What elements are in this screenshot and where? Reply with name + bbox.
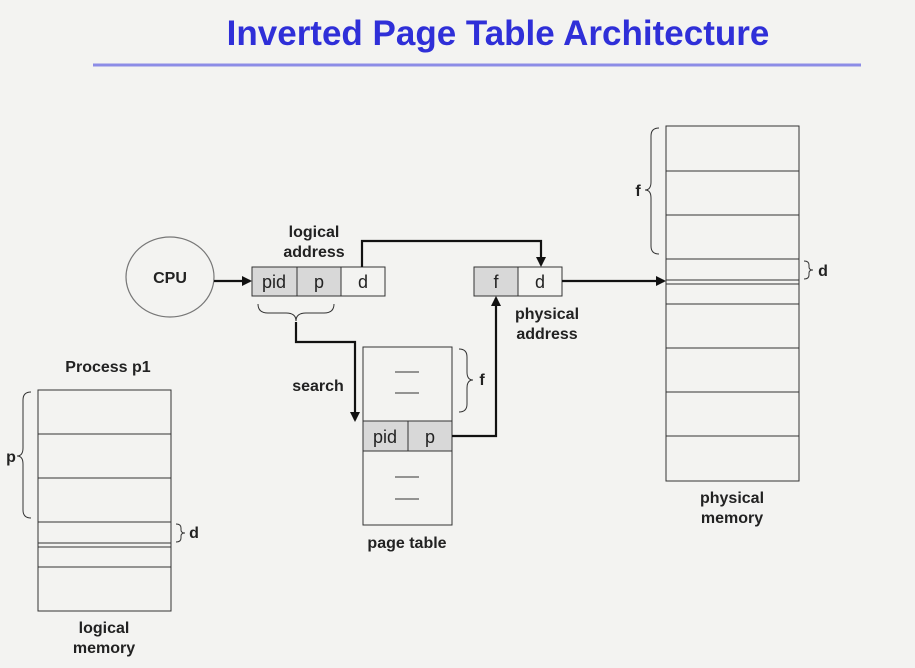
- page-p-brace: [16, 391, 32, 519]
- logical-address-label-line1: logical: [289, 224, 340, 241]
- page-table-pid-text: pid: [373, 427, 397, 447]
- logical-pid-text: pid: [262, 272, 286, 292]
- page-table: pid p f page table: [362, 346, 485, 552]
- logical-memory-label-line1: logical: [79, 620, 130, 637]
- logical-memory-box: [37, 389, 172, 612]
- cpu-circle: [125, 236, 215, 318]
- frame-offset-label: d: [818, 263, 828, 280]
- frame-f-brace: [644, 127, 660, 255]
- physical-d-field: [517, 266, 563, 297]
- physical-address-label-line1: physical: [515, 306, 579, 323]
- page-table-f-label: f: [479, 372, 485, 389]
- page-title: Inverted Page Table Architecture: [227, 14, 770, 53]
- physical-memory: f d physical memory: [635, 125, 828, 527]
- logical-address: logical address pid p d: [251, 224, 386, 322]
- search-label: search: [292, 378, 344, 395]
- process-title: Process p1: [65, 359, 150, 376]
- logical-address-label-line2: address: [283, 244, 344, 261]
- cpu-node: CPU: [125, 236, 215, 318]
- process-logical-memory: Process p1 p d logical memory: [6, 359, 199, 657]
- cpu-label: CPU: [153, 270, 187, 287]
- physical-d-text: d: [535, 272, 545, 292]
- frame-f-label: f: [635, 183, 641, 200]
- pid-p-brace: [257, 303, 335, 322]
- page-offset-brace: [175, 523, 186, 543]
- page-table-label: page table: [367, 535, 446, 552]
- physical-address-label-line2: address: [516, 326, 577, 343]
- frame-number-arrow: [452, 296, 501, 438]
- physical-memory-label-line1: physical: [700, 490, 764, 507]
- page-offset-label: d: [189, 525, 199, 542]
- logical-p-text: p: [314, 272, 324, 292]
- frame-offset-brace: [803, 260, 814, 280]
- logical-memory-label-line2: memory: [73, 640, 135, 657]
- offset-copy-arrow: [360, 239, 546, 267]
- search-arrow: [294, 322, 360, 422]
- physical-memory-label-line2: memory: [701, 510, 763, 527]
- physical-address: f d physical address: [473, 266, 579, 343]
- page-p-label: p: [6, 449, 16, 466]
- logical-d-text: d: [358, 272, 368, 292]
- page-table-p-text: p: [425, 427, 435, 447]
- physical-f-text: f: [493, 272, 499, 292]
- page-table-f-brace: [458, 348, 474, 413]
